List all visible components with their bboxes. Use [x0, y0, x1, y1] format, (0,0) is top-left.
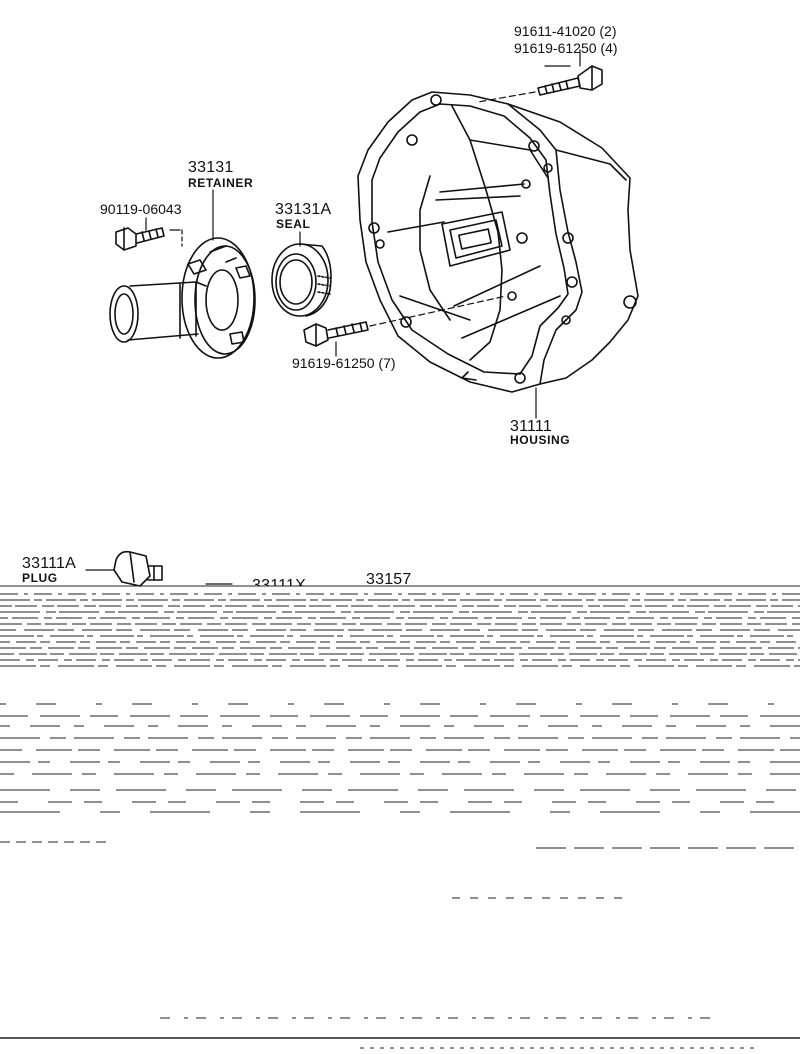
housing-number: 31111 [510, 418, 552, 435]
retainer-name: RETAINER [188, 176, 254, 190]
housing-name: HOUSING [510, 433, 571, 447]
mid-bolt-number: 91619-61250 (7) [292, 355, 396, 371]
top-bolt-icon [538, 66, 602, 95]
top-bolt-label-2: 91619-61250 (4) [514, 40, 618, 56]
seal-number: 33131A [275, 201, 332, 218]
seal-name: SEAL [276, 217, 311, 231]
retainer-number: 33131 [188, 159, 234, 176]
plug-number: 33111A [22, 555, 76, 572]
retainer-icon [110, 238, 255, 358]
mid-bolt-icon [304, 322, 368, 346]
retainer-bolt-number: 90119-06043 [100, 201, 182, 217]
seal-icon [272, 244, 331, 316]
lower-part-number-2: 33157 [366, 571, 412, 588]
plug-name: PLUG [22, 571, 58, 585]
top-bolt-dash [478, 92, 535, 102]
housing-icon [358, 92, 638, 392]
mid-bolt-dash [370, 296, 506, 326]
retainer-bolt-icon [116, 228, 164, 250]
lower-part-number-1: 33111X [252, 577, 306, 594]
plug-icon [114, 552, 162, 586]
scan-noise-region [0, 586, 800, 1048]
top-bolt-label-1: 91611-41020 (2) [514, 23, 617, 39]
